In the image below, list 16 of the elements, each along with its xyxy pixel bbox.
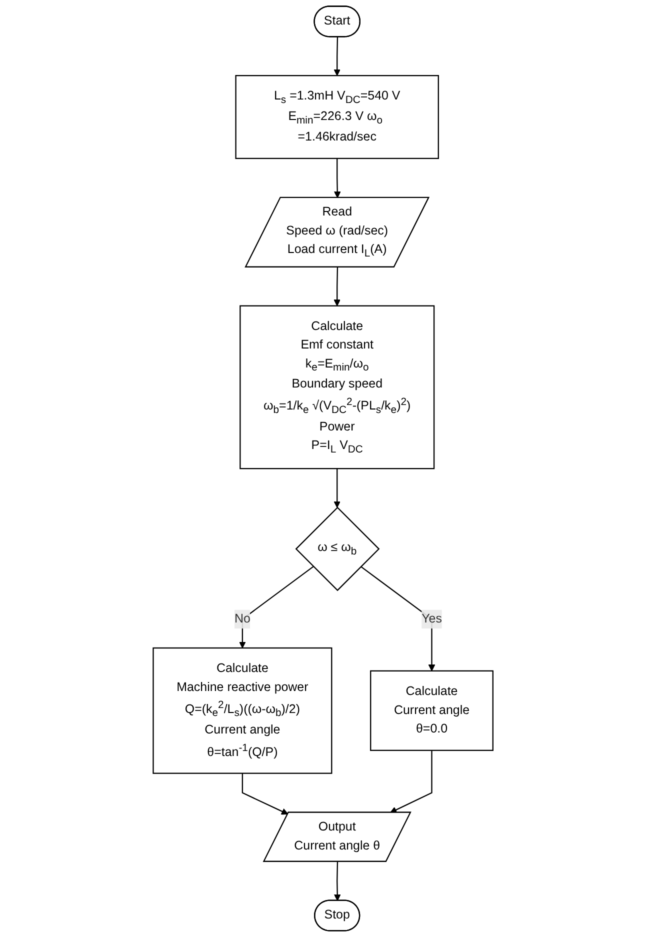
arrow [334, 468, 341, 508]
arrow [242, 773, 289, 815]
arrow [334, 158, 342, 198]
arrow [360, 566, 436, 672]
arrow [334, 862, 342, 902]
arrow [390, 750, 433, 814]
arrow [334, 267, 341, 306]
node-box: L$_{s}$ =1.3mH V$_{DC}$=540 V E$_{min}$=226.3 V ω$_{o}$ =1.46krad/sec [236, 75, 440, 160]
arrow [334, 37, 341, 76]
edge-label: No [234, 612, 251, 626]
node-diamond: ω ≤ ω$_{b}$ [296, 506, 380, 592]
edge-label: Yes [422, 612, 442, 626]
arrow [239, 566, 314, 648]
node-box: Calculate Current angle θ=0.0 [370, 670, 494, 751]
node-box: Calculate Machine reactive power Q=(k$_{e}$$^{2}$/L$_{s}$)((ω-ω$_{b}$)/2) Current angle θ=tan$^{-1}$(Q/P) [153, 647, 333, 774]
node-box: Calculate Emf constant k$_{e}$=E$_{min}$/ω$_{o}$ Boundary speed ω$_{b}$=1/k$_{e}$ √(V$_{DC}$$^{2}$-(PL$_{s}$/k$_{e}$)$^{2}$) Power P=I$_{L}$ V$_{DC}$ [240, 305, 436, 470]
